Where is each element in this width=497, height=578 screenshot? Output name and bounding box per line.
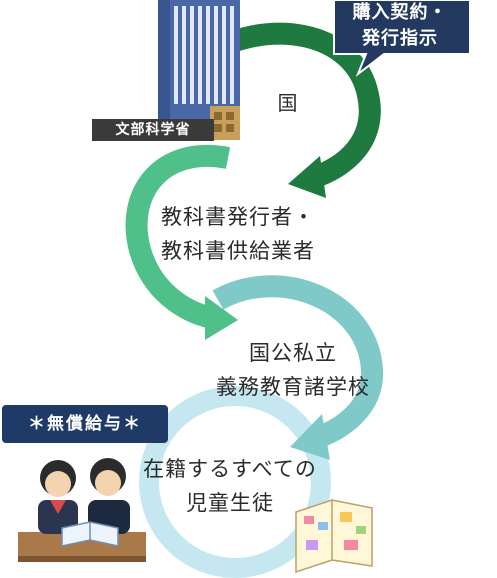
callout-line-1: 購入契約・: [352, 2, 448, 23]
ministry-building-icon: [158, 0, 240, 140]
publisher-node-text: 教科書発行者・ 教科書供給業者: [118, 200, 358, 268]
school-to-students-arrowhead: [290, 414, 330, 460]
publisher-to-school-arrowhead: [205, 296, 238, 340]
publisher-line-2: 教科書供給業者: [161, 239, 315, 263]
students-illustration: [18, 458, 146, 562]
students-node-text: 在籍するすべての 児童生徒: [120, 452, 340, 520]
students-arrow-ring: [139, 386, 331, 578]
ministry-node-text: 国: [248, 86, 328, 120]
publisher-line-1: 教科書発行者・: [161, 205, 315, 229]
ministry-to-publisher-arrowhead: [288, 156, 326, 198]
school-line-2: 義務教育諸学校: [216, 375, 370, 399]
callout-bubble: [333, 0, 471, 78]
callout-line-2: 発行指示: [362, 28, 438, 49]
ministry-label: 文部科学省: [92, 119, 214, 141]
students-line-1: 在籍するすべての: [143, 457, 317, 481]
ministry-name: 国: [277, 91, 299, 115]
free-distribution-badge: ＊無償給与＊: [4, 407, 166, 441]
publisher-to-school-arrow: [125, 145, 231, 329]
school-to-students-arrow: [212, 275, 384, 451]
textbook-illustration: [295, 499, 373, 574]
school-node-text: 国公私立 義務教育諸学校: [178, 336, 408, 404]
students-line-2: 児童生徒: [186, 491, 274, 515]
callout-text: 購入契約・ 発行指示: [326, 0, 474, 52]
school-line-1: 国公私立: [249, 341, 337, 365]
ministry-to-publisher-arrow: [193, 22, 381, 189]
